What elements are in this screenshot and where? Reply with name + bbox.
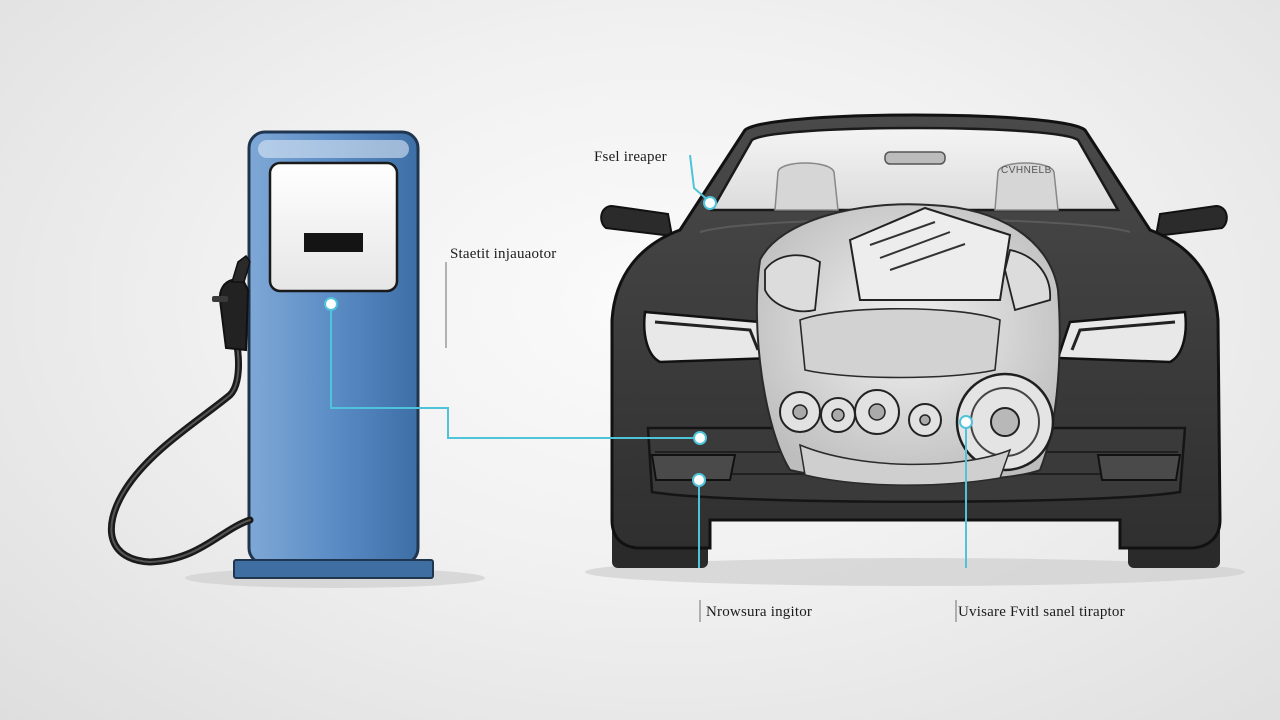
pulley-3-hub (868, 403, 886, 421)
right-fog-light (1096, 454, 1182, 481)
connector-pump-to-car (330, 304, 700, 439)
label-visual-sensor: Uvisare Fvitl sanel tiraptor (958, 604, 1125, 620)
connector-endpoints (324, 196, 973, 487)
engine-icon (755, 203, 1061, 486)
connector-lines (330, 154, 967, 568)
fuel-nozzle-icon (107, 254, 254, 566)
label-moisture-ignitor: Nrowsura ingitor (706, 604, 813, 620)
cover-rib-2 (879, 231, 951, 259)
left-fog-light (650, 454, 737, 481)
intake-left (764, 254, 821, 313)
right-headlight-drl (1070, 320, 1176, 351)
pump-display-slot (304, 233, 363, 252)
nozzle-handle (218, 276, 250, 352)
left-seat (774, 162, 839, 211)
rearview-mirror (884, 151, 946, 165)
label-fuel-injector: Fsel ireaper (594, 149, 667, 165)
engine-mid-detail (799, 308, 1001, 379)
node-visual-sensor (959, 415, 973, 429)
pulley-4-hub (919, 414, 931, 426)
right-seat (994, 162, 1059, 211)
intake-right (1004, 248, 1051, 312)
connector-fuel-injector (689, 154, 711, 203)
car-shadow (585, 558, 1245, 586)
flywheel-hub (990, 407, 1020, 437)
pump-hose (107, 336, 254, 566)
cover-rib-3 (889, 243, 966, 271)
pump-display (268, 161, 399, 293)
node-grille (693, 431, 707, 445)
label-static-injector: Staetit injauaotor (450, 246, 557, 262)
engine-base (799, 443, 1012, 486)
label-leaders (445, 262, 957, 622)
pump-base (233, 559, 434, 579)
pulley-1-hub (792, 404, 808, 420)
node-moisture-ignitor (692, 473, 706, 487)
left-headlight-drl (654, 320, 760, 351)
pulley-2-hub (831, 408, 845, 422)
node-fuel-injector (703, 196, 717, 210)
pump-top-highlight (258, 140, 409, 158)
fuel-pump-icon (233, 130, 434, 579)
right-mirror (1154, 204, 1228, 238)
nozzle-grip (212, 296, 228, 302)
cover-rib-1 (869, 221, 936, 246)
nozzle-spout (230, 254, 251, 283)
pump-hose-inner (110, 339, 251, 564)
left-mirror (600, 204, 674, 238)
car-badge-text: CVHNELB (1001, 165, 1052, 176)
node-pump-display (324, 297, 338, 311)
